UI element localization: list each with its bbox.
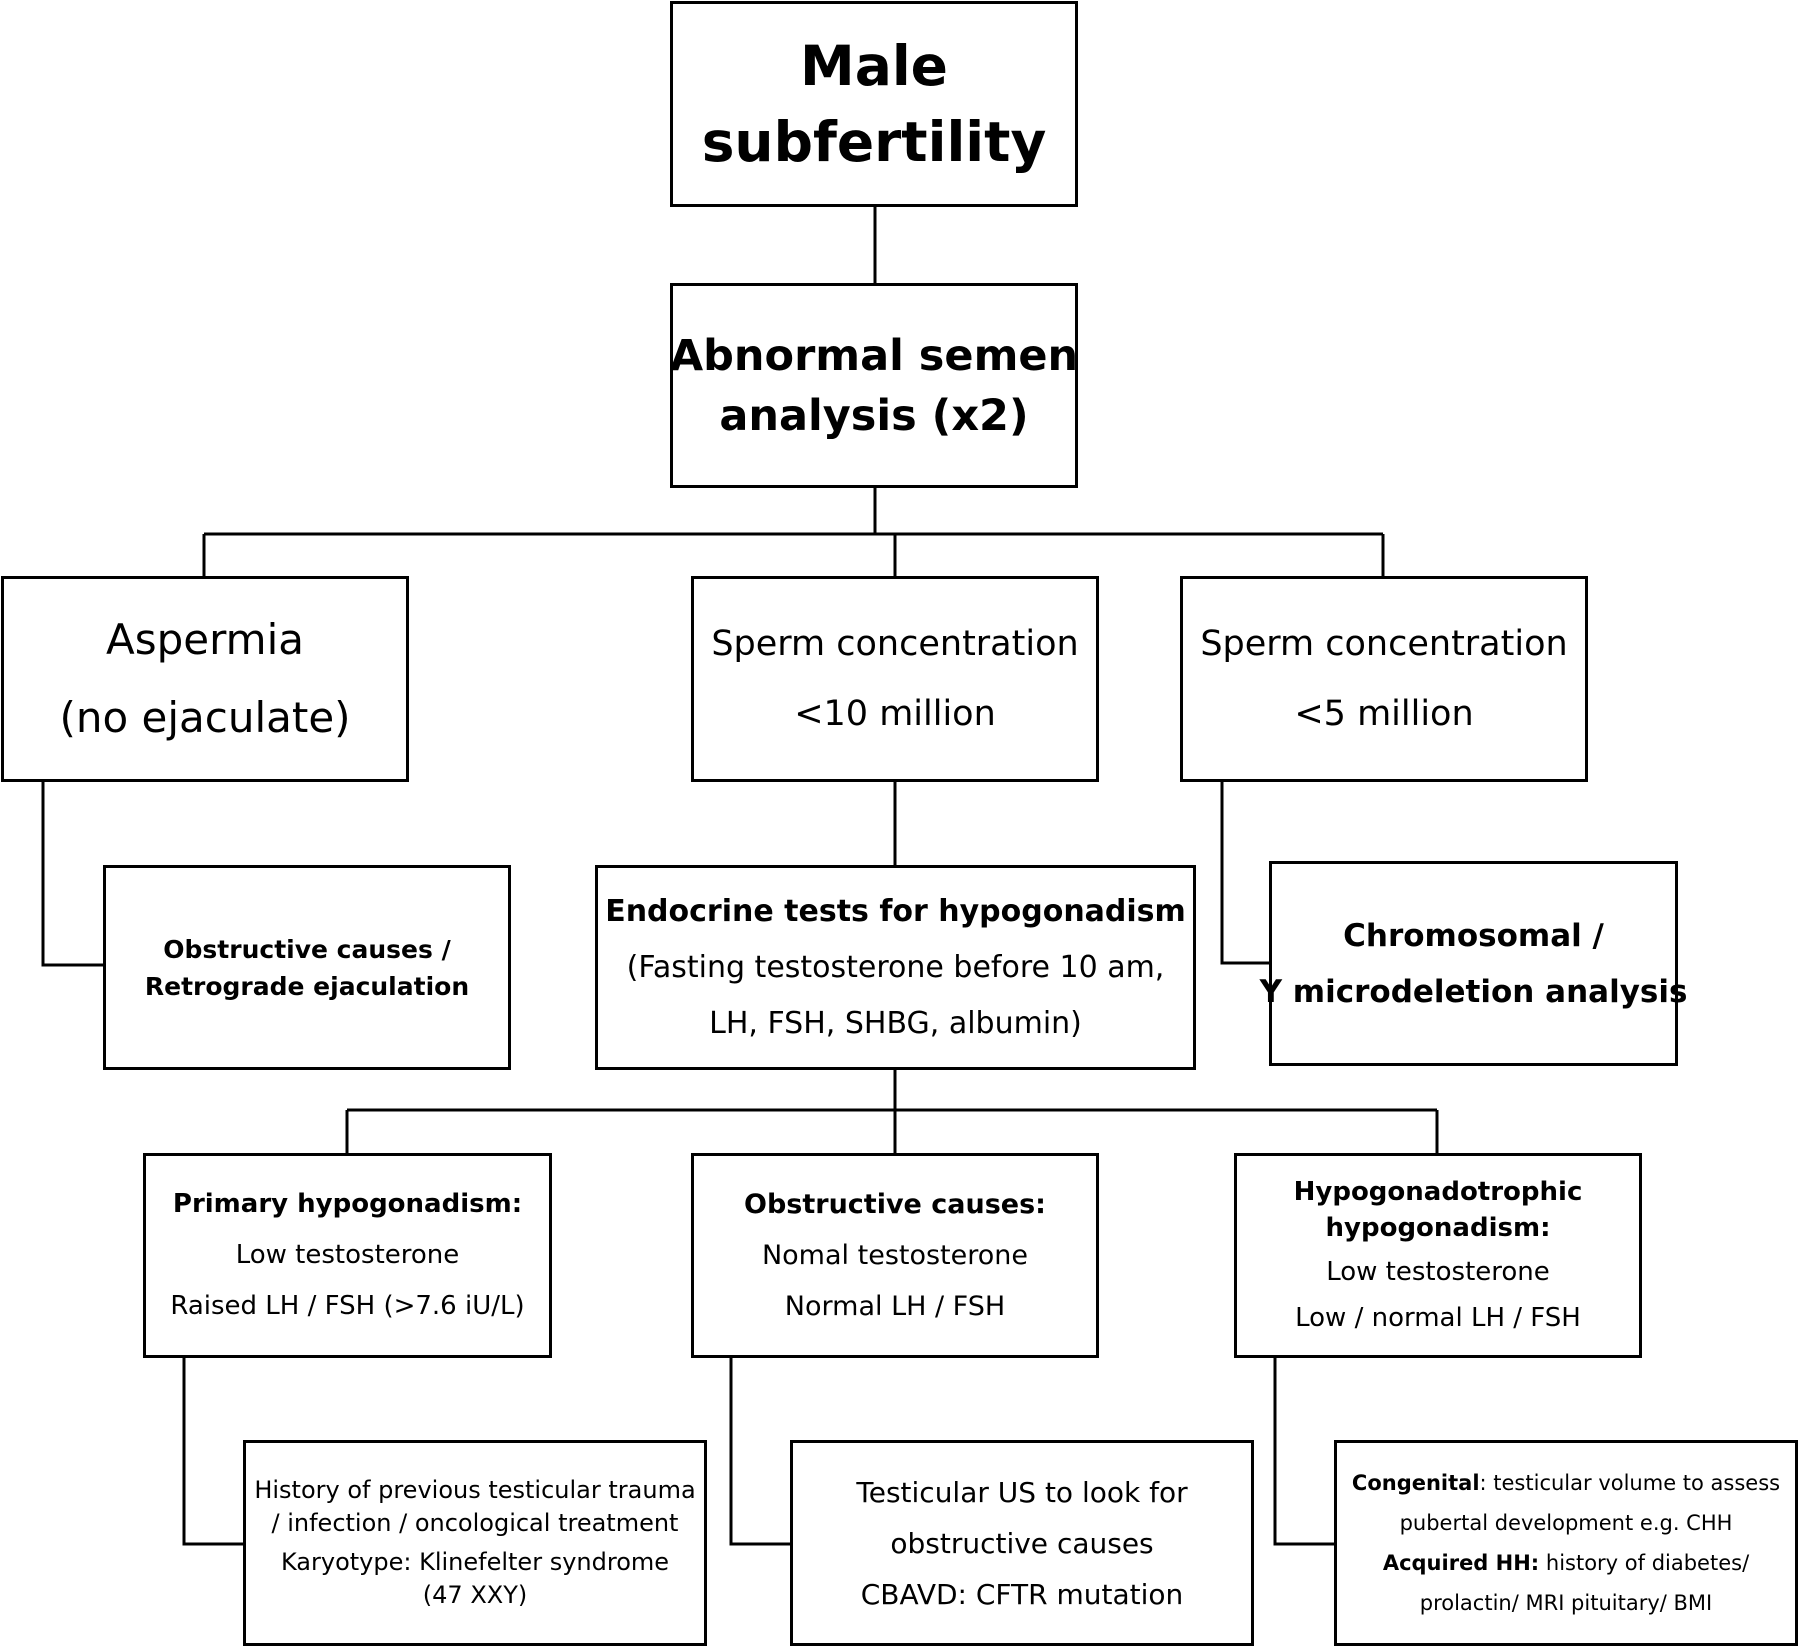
node-sperm-concentration-10m: Sperm concentration <10 million [691, 576, 1099, 782]
node-text: Karyotype: Klinefelter syndrome [280, 1548, 670, 1576]
node-text: Sperm concentration [711, 624, 1079, 664]
node-text: <5 million [1294, 694, 1474, 734]
node-text: Raised LH / FSH (>7.6 iU/L) [170, 1291, 525, 1321]
node-text: Low testosterone [1326, 1256, 1550, 1287]
node-congenital-acquired: Congenital: testicular volume to assess … [1334, 1440, 1798, 1646]
node-text: / infection / oncological treatment [271, 1509, 679, 1537]
connector [41, 781, 105, 967]
node-text: : testicular volume to assess [1479, 1471, 1781, 1495]
node-text: Abnormal semen [669, 330, 1079, 381]
node-text: (Fasting testosterone before 10 am, [626, 949, 1165, 985]
node-title: hypogonadism: [1325, 1212, 1551, 1243]
congenital-label: Congenital [1351, 1471, 1480, 1495]
node-text: Retrograde ejaculation [144, 971, 470, 1001]
congenital-line: Congenital: testicular volume to assess [1352, 1463, 1780, 1503]
node-title: Hypogonadotrophic [1293, 1176, 1583, 1207]
node-title: Obstructive causes: [744, 1189, 1046, 1220]
node-text: obstructive causes [890, 1526, 1154, 1560]
node-text: Testicular US to look for [856, 1475, 1188, 1509]
acquired-label: Acquired HH: [1382, 1551, 1540, 1575]
node-testicular-us: Testicular US to look for obstructive ca… [790, 1440, 1254, 1646]
node-text: Normal LH / FSH [784, 1291, 1006, 1322]
node-chromosomal-analysis: Chromosomal / Y microdeletion analysis [1260, 861, 1687, 1066]
node-text: subfertility [701, 110, 1047, 174]
node-text: Nomal testosterone [761, 1240, 1029, 1271]
node-title: Endocrine tests for hypogonadism [605, 893, 1186, 929]
node-text: (47 XXY) [422, 1581, 528, 1609]
node-text: Aspermia [106, 615, 304, 664]
node-aspermia: Aspermia (no ejaculate) [1, 576, 409, 782]
node-text: Low / normal LH / FSH [1295, 1302, 1581, 1333]
node-text: (no ejaculate) [59, 693, 351, 742]
connector [1273, 1356, 1336, 1546]
node-text: Obstructive causes / [163, 934, 451, 964]
node-obstructive-retrograde: Obstructive causes / Retrograde ejaculat… [103, 865, 511, 1070]
node-endocrine-tests: Endocrine tests for hypogonadism (Fastin… [595, 865, 1196, 1070]
node-text: analysis (x2) [719, 390, 1029, 441]
node-text: CBAVD: CFTR mutation [860, 1577, 1184, 1611]
node-text: prolactin/ MRI pituitary/ BMI [1419, 1591, 1713, 1615]
node-text: History of previous testicular trauma [254, 1476, 696, 1504]
node-text: history of diabetes/ [1539, 1551, 1750, 1575]
node-male-subfertility: Male subfertility [670, 1, 1078, 207]
node-text: Y microdeletion analysis [1259, 973, 1688, 1010]
node-hypogonadotrophic-hypogonadism: Hypogonadotrophic hypogonadism: Low test… [1234, 1153, 1642, 1358]
node-title: Primary hypogonadism: [172, 1189, 523, 1219]
node-primary-hypogonadism: Primary hypogonadism: Low testosterone R… [143, 1153, 552, 1358]
node-history-karyotype: History of previous testicular trauma / … [243, 1440, 707, 1646]
node-text: Male [799, 34, 948, 98]
acquired-line: Acquired HH: history of diabetes/ [1383, 1543, 1749, 1583]
node-sperm-concentration-5m: Sperm concentration <5 million [1180, 576, 1588, 782]
node-text: Chromosomal / [1343, 917, 1604, 954]
node-text: <10 million [794, 694, 996, 734]
node-text: pubertal development e.g. CHH [1399, 1511, 1733, 1535]
node-text: LH, FSH, SHBG, albumin) [709, 1005, 1082, 1041]
connector [1220, 781, 1271, 965]
node-abnormal-semen-analysis: Abnormal semen analysis (x2) [670, 283, 1078, 488]
connector [182, 1356, 245, 1546]
connector [729, 1356, 792, 1546]
node-text: Sperm concentration [1200, 624, 1568, 664]
node-text: Low testosterone [235, 1240, 460, 1270]
node-obstructive-causes: Obstructive causes: Nomal testosterone N… [691, 1153, 1099, 1358]
